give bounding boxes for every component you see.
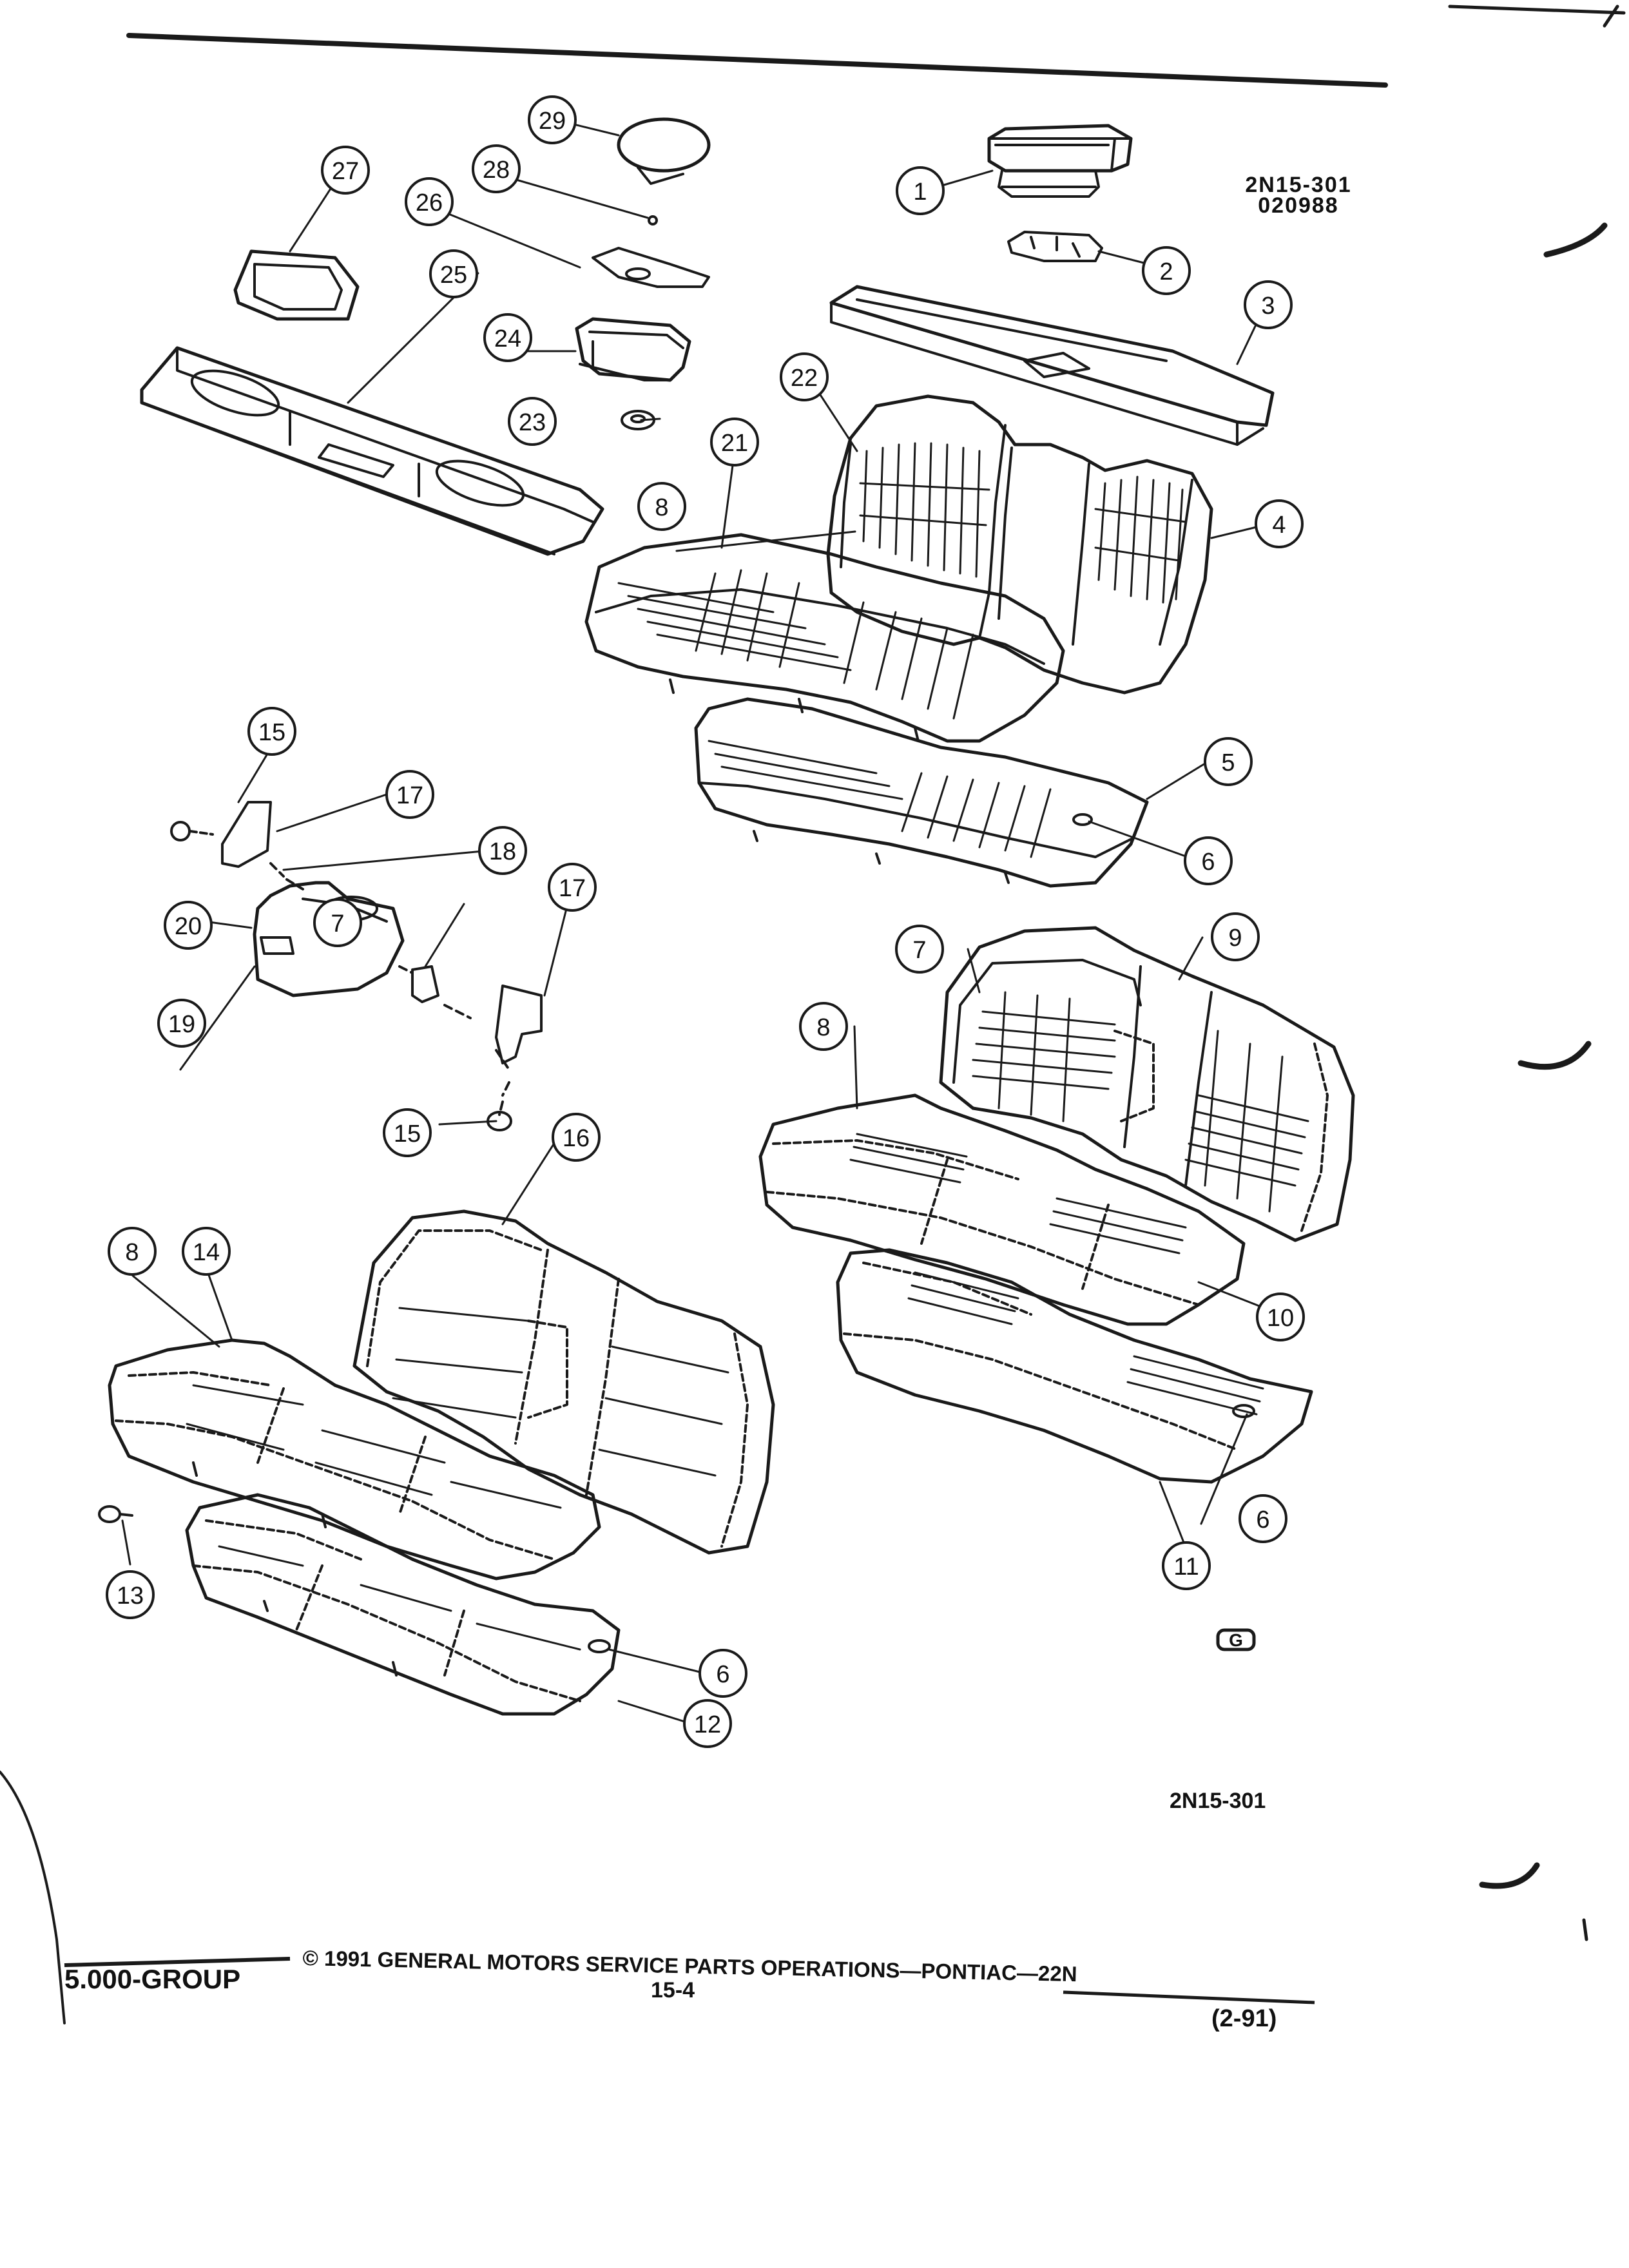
callout-label: 23 [519, 409, 546, 436]
callout-label: 22 [791, 365, 818, 392]
callout-label: 15 [258, 719, 285, 746]
drawing-code: 2N15-301 [1245, 173, 1352, 197]
scan-mark [1543, 222, 1608, 258]
callout-leaders [121, 119, 1269, 1725]
rear-seat-cushion-lower-part [694, 697, 1149, 888]
callout-label: 25 [440, 262, 467, 289]
figure-id: 2N15-301 [1170, 1789, 1266, 1813]
header-rule [126, 33, 1388, 88]
callout-label: 16 [563, 1125, 590, 1152]
callout-label: 6 [1256, 1506, 1269, 1533]
callout-label: 8 [125, 1239, 139, 1266]
scan-mark [0, 1771, 66, 2024]
scan-mark [1479, 1862, 1540, 1889]
seat-cushion-coupe-lower-part [836, 1248, 1313, 1484]
callout-label: 20 [175, 913, 202, 940]
callout-label: 18 [489, 838, 516, 865]
package-shelf-trim-part [140, 346, 604, 556]
callout-label: 3 [1261, 293, 1275, 320]
footer-group: 5.000-GROUP [64, 1964, 241, 1994]
callout-label: 5 [1221, 749, 1235, 776]
callout-circles [106, 95, 1305, 1748]
callout-label: 7 [912, 937, 926, 964]
callout-label: 8 [655, 494, 668, 521]
armrest-bracket-part [1007, 231, 1103, 262]
callout-label: 7 [331, 910, 344, 937]
callout-label: 14 [193, 1239, 220, 1266]
speaker-grille-part [233, 249, 360, 321]
footer-page-number: 15-4 [651, 1978, 695, 2003]
callout-label: 6 [716, 1661, 729, 1688]
seat-cushion-lower-upper-part [108, 1338, 601, 1581]
rear-shelf-panel-part [829, 285, 1275, 446]
scan-mark [1518, 1041, 1592, 1070]
callout-numbers: 1 2 3 4 5 6 6 6 7 7 8 8 8 9 10 11 12 13 … [117, 108, 1294, 1738]
callout-label: 26 [416, 189, 443, 216]
callout-label: 21 [721, 430, 748, 457]
callout-label: 12 [694, 1711, 721, 1738]
callout-label: 11 [1173, 1553, 1199, 1581]
svg-text:G: G [1229, 1630, 1243, 1650]
callout-label: 13 [117, 1582, 144, 1610]
seat-cushion-coupe-upper-part [758, 1093, 1246, 1326]
seat-cushion-lower-bottom-part [185, 1461, 621, 1716]
callout-label: 24 [494, 325, 521, 352]
bolt-part [98, 1505, 133, 1523]
callout-label: 29 [539, 108, 566, 135]
hardware-parts [575, 117, 711, 430]
scan-mark [1582, 1918, 1588, 1941]
armrest-part [987, 124, 1133, 198]
callout-label: 27 [332, 158, 359, 185]
callout-label: 9 [1228, 925, 1242, 952]
callout-label: 2 [1159, 258, 1173, 285]
callout-label: 10 [1267, 1305, 1294, 1332]
callout-label: 17 [559, 875, 586, 902]
drawing-date: 020988 [1258, 193, 1339, 218]
seatback-lower-part [352, 1209, 775, 1555]
callout-label: 19 [168, 1011, 195, 1038]
footer-revision: (2-91) [1211, 2005, 1277, 2032]
callout-label: 15 [394, 1120, 421, 1148]
gm-logo-mark: G [1216, 1628, 1256, 1651]
footer-rules [64, 1957, 1315, 2004]
callout-label: 28 [483, 157, 510, 184]
callout-label: 6 [1201, 849, 1215, 876]
callout-label: 8 [816, 1014, 830, 1041]
callout-label: 17 [396, 782, 423, 809]
rear-seatback-upper-part [826, 394, 1213, 695]
callout-label: 4 [1272, 512, 1286, 539]
seatback-coupe-part [939, 926, 1355, 1242]
callout-label: 1 [913, 178, 927, 206]
